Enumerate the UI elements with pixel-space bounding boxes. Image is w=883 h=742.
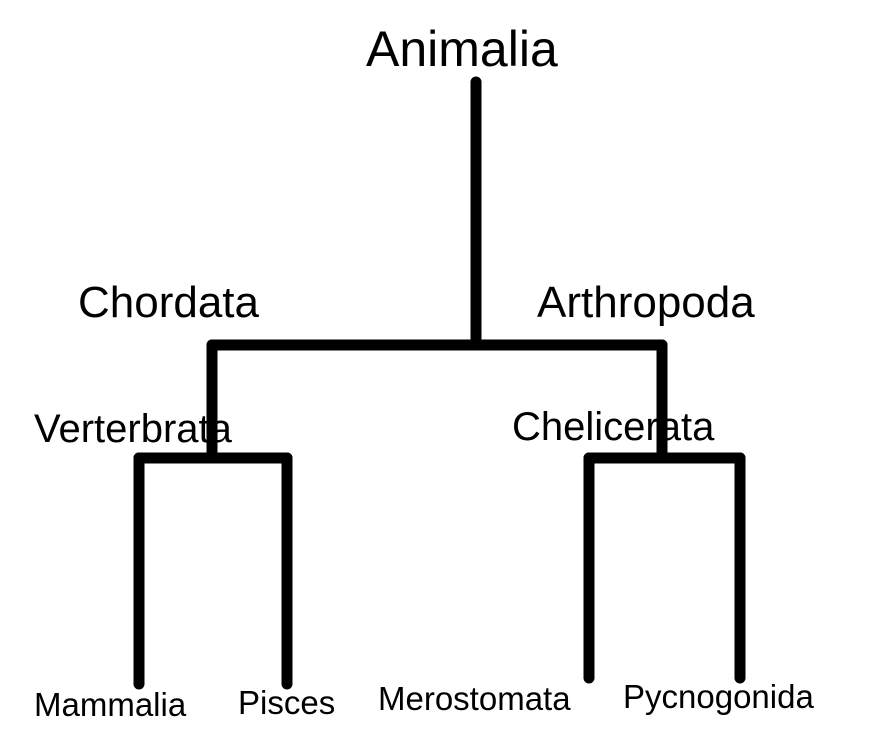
- node-label-arthropoda: Arthropoda: [537, 278, 755, 327]
- node-label-chordata: Chordata: [78, 278, 260, 327]
- node-label-verterbrata: Verterbrata: [34, 407, 232, 451]
- leaf-label-pisces: Pisces: [238, 684, 336, 721]
- leaf-label-mammalia: Mammalia: [34, 686, 187, 723]
- leaf-label-pycnogonida: Pycnogonida: [623, 678, 814, 715]
- node-label-root: Animalia: [366, 21, 558, 77]
- leaf-label-merostomata: Merostomata: [378, 680, 571, 717]
- node-label-chelicerata: Chelicerata: [512, 405, 715, 449]
